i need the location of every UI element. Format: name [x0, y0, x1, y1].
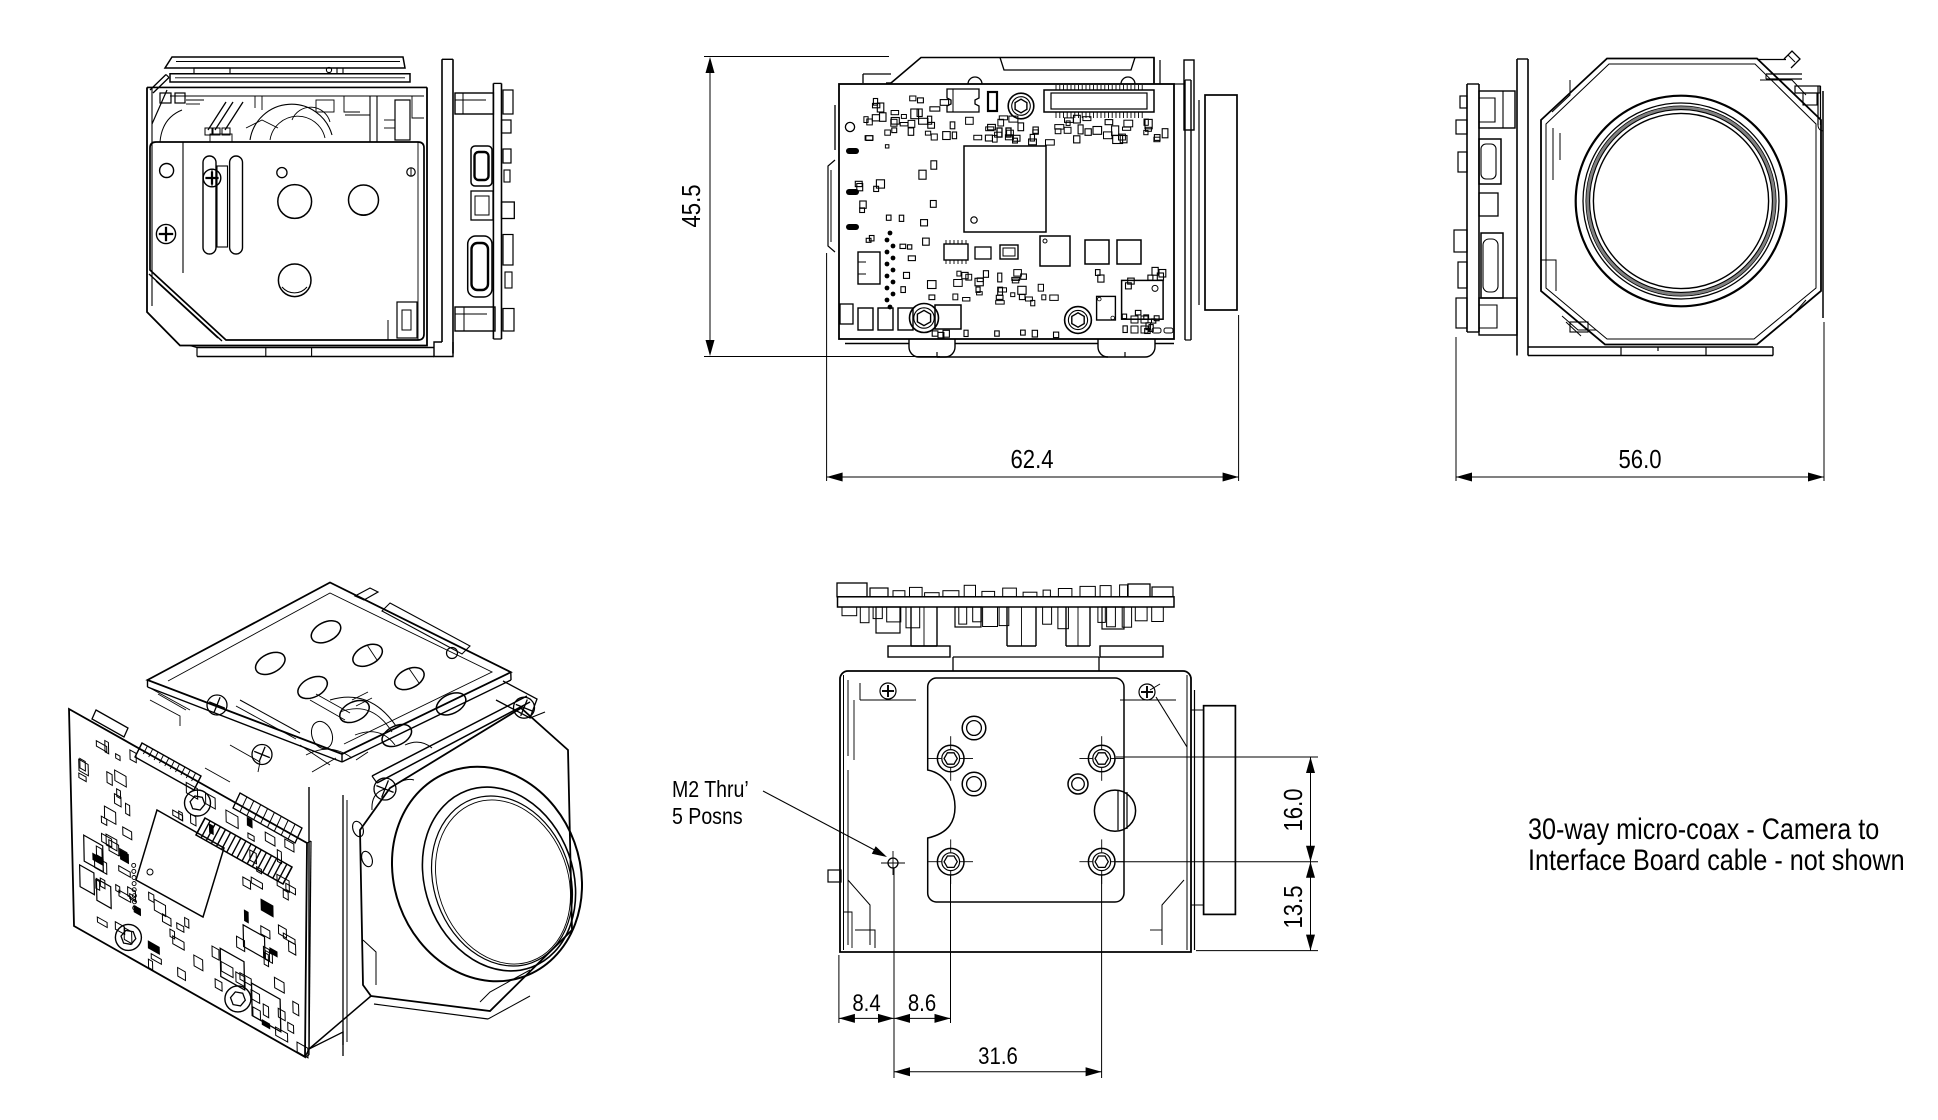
svg-text:8.6: 8.6 [908, 989, 936, 1016]
svg-text:13.5: 13.5 [1279, 886, 1308, 929]
svg-text:16.0: 16.0 [1279, 789, 1308, 832]
svg-text:5 Posns: 5 Posns [672, 804, 743, 830]
svg-text:31.6: 31.6 [978, 1042, 1018, 1069]
svg-text:Interface Board cable - not sh: Interface Board cable - not shown [1528, 843, 1905, 877]
svg-text:30-way micro-coax - Camera to: 30-way micro-coax - Camera to [1528, 812, 1879, 846]
svg-text:56.0: 56.0 [1619, 445, 1662, 474]
svg-text:45.5: 45.5 [677, 185, 706, 228]
svg-text:M2 Thru’: M2 Thru’ [672, 777, 749, 803]
svg-text:8.4: 8.4 [852, 989, 880, 1016]
svg-text:62.4: 62.4 [1011, 445, 1054, 474]
